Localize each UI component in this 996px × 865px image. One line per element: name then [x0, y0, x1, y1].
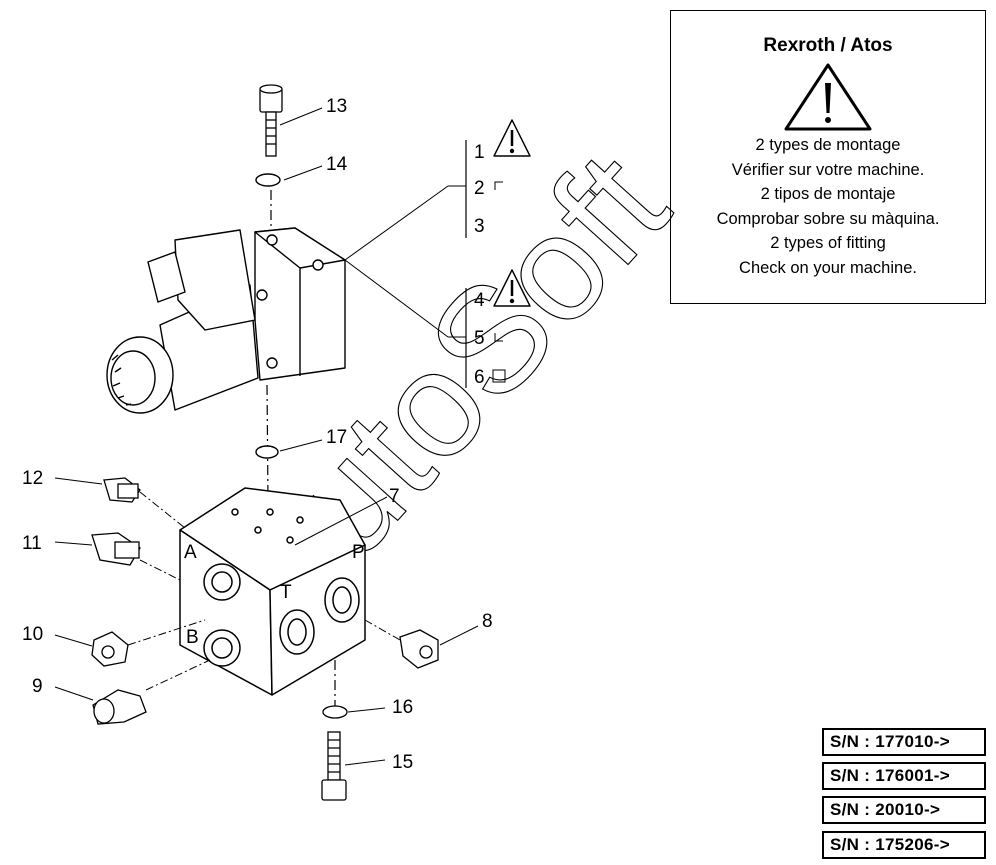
callout-7: 7: [389, 486, 400, 507]
serial-number-box: S/N : 176001->: [822, 762, 986, 790]
notice-title: Rexroth / Atos: [763, 35, 893, 56]
manifold-block: [179, 487, 366, 696]
callout-11: 11: [22, 533, 42, 554]
port-label-p: P: [352, 542, 365, 563]
mounting-notice: Rexroth / Atos 2 types de montage Vérifi…: [670, 10, 986, 304]
fittings: [91, 477, 439, 801]
callout-9: 9: [32, 676, 43, 697]
leader-lines: [54, 107, 479, 766]
port-label-t: T: [280, 582, 292, 603]
callout-17: 17: [326, 427, 347, 448]
callout-8: 8: [482, 611, 493, 632]
warning-icon: [493, 119, 531, 157]
callout-15: 15: [392, 752, 413, 773]
serial-number-box: S/N : 177010->: [822, 728, 986, 756]
notice-line: 2 types of fitting: [770, 234, 886, 253]
notice-line: 2 types de montage: [755, 136, 901, 154]
warning-icon: [784, 63, 872, 131]
callout-1: 1: [474, 142, 485, 163]
serial-number-box: S/N : 175206->: [822, 831, 986, 859]
washer-16: [322, 705, 348, 719]
callout-13: 13: [326, 96, 347, 117]
callout-10: 10: [22, 624, 43, 645]
port-label-b: B: [186, 627, 199, 648]
connector-symbol-6: [492, 369, 506, 383]
callout-12: 12: [22, 468, 43, 489]
callout-2: 2: [474, 178, 485, 199]
fitting-12: [103, 477, 141, 503]
callout-14: 14: [326, 154, 348, 175]
notice-line: Check on your machine.: [739, 258, 917, 277]
port-label-a: A: [184, 542, 197, 563]
plug-10: [91, 631, 129, 667]
o-ring-lower: [255, 445, 279, 459]
notice-line: Comprobar sobre su màquina.: [716, 209, 940, 228]
callout-3: 3: [474, 216, 485, 237]
plug-8: [399, 629, 439, 669]
fitting-9: [92, 689, 147, 725]
solenoid-valve: [106, 227, 346, 414]
callout-5: 5: [474, 328, 485, 349]
serial-number-box: S/N : 20010->: [822, 796, 986, 824]
callout-16: 16: [392, 697, 413, 718]
connector-symbol-2: [494, 181, 503, 190]
notice-line: Vérifier sur votre machine.: [731, 160, 925, 179]
cap-screw-top: [259, 84, 283, 157]
connector-symbol-5: [494, 333, 503, 342]
callout-6: 6: [474, 367, 485, 388]
fitting-11: [91, 532, 141, 566]
cap-screw-bottom: [321, 731, 347, 801]
warning-icon: [493, 269, 531, 307]
callout-4: 4: [474, 290, 485, 311]
o-ring-upper: [255, 173, 281, 187]
notice-line: 2 tipos de montaje: [760, 185, 896, 204]
